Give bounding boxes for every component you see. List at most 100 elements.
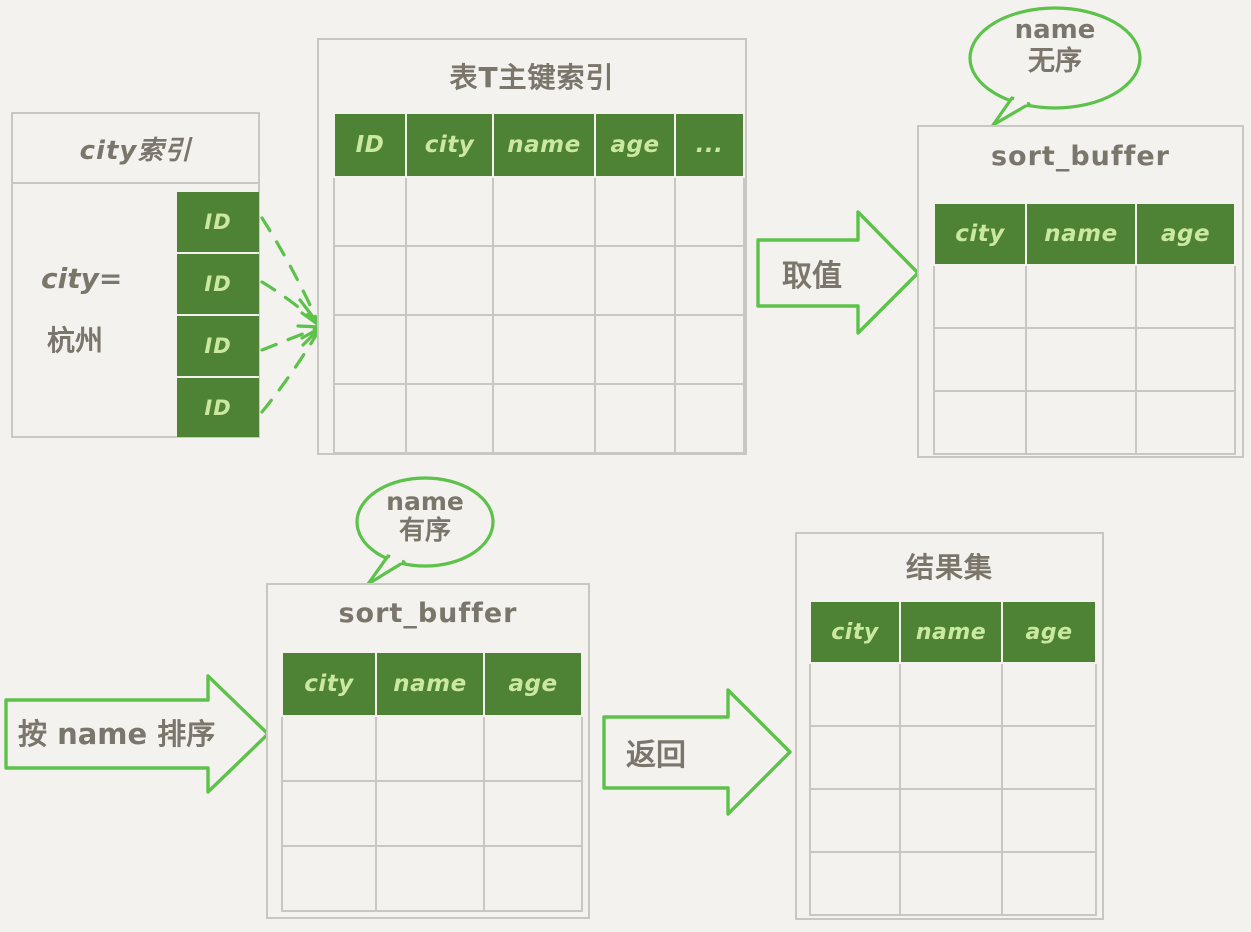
table-cell — [492, 176, 596, 247]
city-index-id-cell[interactable]: ID — [177, 378, 259, 437]
table-cell — [1135, 327, 1236, 392]
table-cell — [594, 383, 676, 454]
table-row — [809, 788, 1097, 853]
table-cell — [899, 662, 1003, 727]
table-row-header: city name age — [809, 600, 1097, 664]
table-row — [333, 176, 745, 247]
table-t-grid: ID city name age ... — [333, 112, 745, 454]
table-row — [333, 314, 745, 385]
table-cell — [933, 390, 1027, 455]
table-t-col-age: age — [594, 112, 676, 178]
table-row — [933, 327, 1236, 392]
table-cell — [594, 176, 676, 247]
sb-unsorted-col-city: city — [933, 202, 1027, 266]
sb-unsorted-col-name: name — [1025, 202, 1137, 266]
city-index-id-cell[interactable]: ID — [177, 316, 259, 378]
table-cell — [594, 314, 676, 385]
arrow-return-label: 返回 — [626, 738, 686, 773]
bubble-sorted-line2: 有序 — [398, 515, 451, 546]
sort-buffer-unsorted-title: sort_buffer — [990, 141, 1170, 172]
table-row-header: ID city name age ... — [333, 112, 745, 178]
table-cell — [492, 314, 596, 385]
table-cell — [1001, 851, 1097, 916]
table-row — [809, 851, 1097, 916]
table-row — [809, 725, 1097, 790]
table-cell — [492, 383, 596, 454]
sb-sorted-col-name: name — [375, 651, 485, 717]
table-cell — [933, 327, 1027, 392]
table-row — [281, 715, 583, 782]
table-cell — [809, 725, 901, 790]
table-t-col-name: name — [492, 112, 596, 178]
table-cell — [1001, 662, 1097, 727]
table-t-col-id: ID — [333, 112, 407, 178]
table-t-title: 表T主键索引 — [449, 61, 615, 94]
table-row — [333, 383, 745, 454]
arrow-fetch-label: 取值 — [782, 259, 842, 294]
table-cell — [899, 788, 1003, 853]
table-row — [333, 245, 745, 316]
table-cell — [405, 176, 494, 247]
sort-buffer-sorted-grid: city name age — [281, 651, 583, 912]
table-cell — [333, 176, 407, 247]
table-cell — [674, 176, 745, 247]
city-index-divider — [13, 182, 258, 184]
arrow-sort-by-name-label: 按 name 排序 — [18, 717, 216, 751]
table-cell — [375, 715, 485, 782]
table-cell — [594, 245, 676, 316]
city-index-id-cell[interactable]: ID — [177, 254, 259, 316]
table-cell — [483, 715, 583, 782]
table-cell — [899, 725, 1003, 790]
table-cell — [1025, 327, 1137, 392]
table-cell — [492, 245, 596, 316]
city-index-id-cell[interactable]: ID — [177, 192, 259, 254]
bubble-sorted-line1: name — [386, 487, 464, 516]
city-index-condition-line2: 杭州 — [47, 324, 104, 357]
result-col-age: age — [1001, 600, 1097, 664]
sort-buffer-unsorted-grid: city name age — [933, 202, 1236, 455]
table-cell — [405, 383, 494, 454]
result-col-city: city — [809, 600, 901, 664]
result-col-name: name — [899, 600, 1003, 664]
table-row — [809, 662, 1097, 727]
table-cell — [375, 780, 485, 847]
table-cell — [899, 851, 1003, 916]
table-cell — [281, 715, 377, 782]
table-cell — [809, 851, 901, 916]
result-set-title: 结果集 — [905, 551, 993, 584]
table-cell — [674, 383, 745, 454]
table-cell — [333, 383, 407, 454]
table-row — [281, 845, 583, 912]
table-cell — [1135, 264, 1236, 329]
table-cell — [1025, 390, 1137, 455]
table-cell — [483, 845, 583, 912]
table-cell — [281, 780, 377, 847]
bubble-name-unsorted-text: name 无序 — [985, 15, 1125, 77]
table-cell — [674, 314, 745, 385]
sb-sorted-col-age: age — [483, 651, 583, 717]
table-cell — [1001, 788, 1097, 853]
table-cell — [1001, 725, 1097, 790]
sort-buffer-sorted-title: sort_buffer — [338, 598, 518, 629]
table-row-header: city name age — [281, 651, 583, 717]
bubble-unsorted-line2: 无序 — [1028, 45, 1082, 77]
table-row — [933, 264, 1236, 329]
table-t-col-city: city — [405, 112, 494, 178]
table-cell — [809, 662, 901, 727]
sb-unsorted-col-age: age — [1135, 202, 1236, 266]
table-cell — [1135, 390, 1236, 455]
table-cell — [333, 314, 407, 385]
table-cell — [281, 845, 377, 912]
table-cell — [333, 245, 407, 316]
city-index-condition-line1: city= — [41, 262, 123, 295]
table-cell — [933, 264, 1027, 329]
table-t-col-more: ... — [674, 112, 745, 178]
id-to-table-dashed-links — [260, 216, 322, 414]
bubble-name-sorted-text: name 有序 — [360, 487, 490, 547]
table-row — [933, 390, 1236, 455]
sb-sorted-col-city: city — [281, 651, 377, 717]
table-cell — [809, 788, 901, 853]
city-index-title: city索引 — [79, 136, 192, 166]
result-set-grid: city name age — [809, 600, 1097, 916]
